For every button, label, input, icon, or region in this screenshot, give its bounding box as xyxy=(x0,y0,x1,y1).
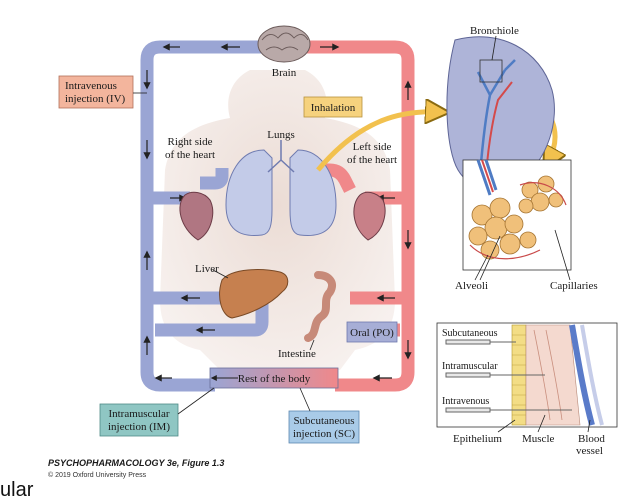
flow-arrows xyxy=(143,43,412,382)
im-leader xyxy=(177,387,215,415)
im-box-line-1: Intramuscular xyxy=(108,408,169,420)
stray-text-fragment: ular xyxy=(0,479,34,496)
epithelium-label: Epithelium xyxy=(453,433,502,445)
right-heart-label-2: of the heart xyxy=(165,149,215,161)
sc-injection-box: Subcutaneous injection (SC) xyxy=(288,410,360,444)
alveoli-inset xyxy=(462,159,572,271)
right-heart-label-1: Right side xyxy=(168,136,213,148)
iv-box-line-2: injection (IV) xyxy=(65,93,126,105)
rest-of-body-label: Rest of the body xyxy=(238,373,311,385)
im-injection-box: Intramuscular injection (IM) xyxy=(99,403,179,437)
brain-label: Brain xyxy=(272,67,297,79)
capillaries-leader xyxy=(554,229,571,281)
im-box-line-2: injection (IM) xyxy=(108,421,170,433)
copyright-line: © 2019 Oxford University Press xyxy=(48,471,147,479)
intravenous-label: Intravenous xyxy=(442,396,489,407)
liver-leader xyxy=(212,269,229,279)
alveoli-label: Alveoli xyxy=(455,280,488,292)
iv-injection-box: Intravenous injection (IV) xyxy=(58,75,134,109)
subcutaneous-label: Subcutaneous xyxy=(442,328,498,339)
intestine-label: Intestine xyxy=(278,348,316,360)
lungs-label: Lungs xyxy=(267,129,295,141)
injection-depth-inset xyxy=(436,322,618,428)
sc-box-line-2: injection (SC) xyxy=(293,428,355,440)
left-heart-label-2: of the heart xyxy=(347,154,397,166)
sc-box-line-1: Subcutaneous xyxy=(293,415,354,427)
liver-icon xyxy=(219,269,289,319)
capillaries-label: Capillaries xyxy=(550,280,598,292)
blood-vessel-leader xyxy=(587,419,591,433)
intestine-leader xyxy=(309,339,315,351)
left-heart-label-1: Left side xyxy=(353,141,392,153)
muscle-leader xyxy=(537,414,546,433)
inhalation-arrow xyxy=(316,112,440,172)
liver-label: Liver xyxy=(195,263,219,275)
intramuscular-label: Intramuscular xyxy=(442,361,498,372)
intestine-icon xyxy=(304,271,337,342)
muscle-label: Muscle xyxy=(522,433,555,445)
bronchiole-leader xyxy=(491,35,497,61)
alveoli-leader-2 xyxy=(479,235,501,281)
sc-leader xyxy=(299,387,311,412)
epithelium-leader xyxy=(497,419,516,433)
inhalation-label: Inhalation xyxy=(311,102,356,114)
alveoli-leader-1 xyxy=(474,254,489,281)
oral-box: Oral (PO) xyxy=(346,321,398,343)
oral-label: Oral (PO) xyxy=(350,327,394,339)
iv-box-line-1: Intravenous xyxy=(65,80,117,92)
brain-icon xyxy=(257,25,311,63)
lung-inset xyxy=(446,36,555,190)
lungs-icon xyxy=(225,140,337,237)
blood-vessel-label-2: vessel xyxy=(576,445,603,457)
right-heart-icon xyxy=(179,191,214,241)
rest-of-body-box xyxy=(209,367,339,389)
blood-vessel-label-1: Blood xyxy=(578,433,605,445)
figure-caption: PSYCHOPHARMACOLOGY 3e, Figure 1.3 xyxy=(48,458,224,468)
bronchiole-label: Bronchiole xyxy=(470,25,519,37)
inhalation-box: Inhalation xyxy=(303,96,363,118)
left-heart-icon xyxy=(353,191,386,241)
